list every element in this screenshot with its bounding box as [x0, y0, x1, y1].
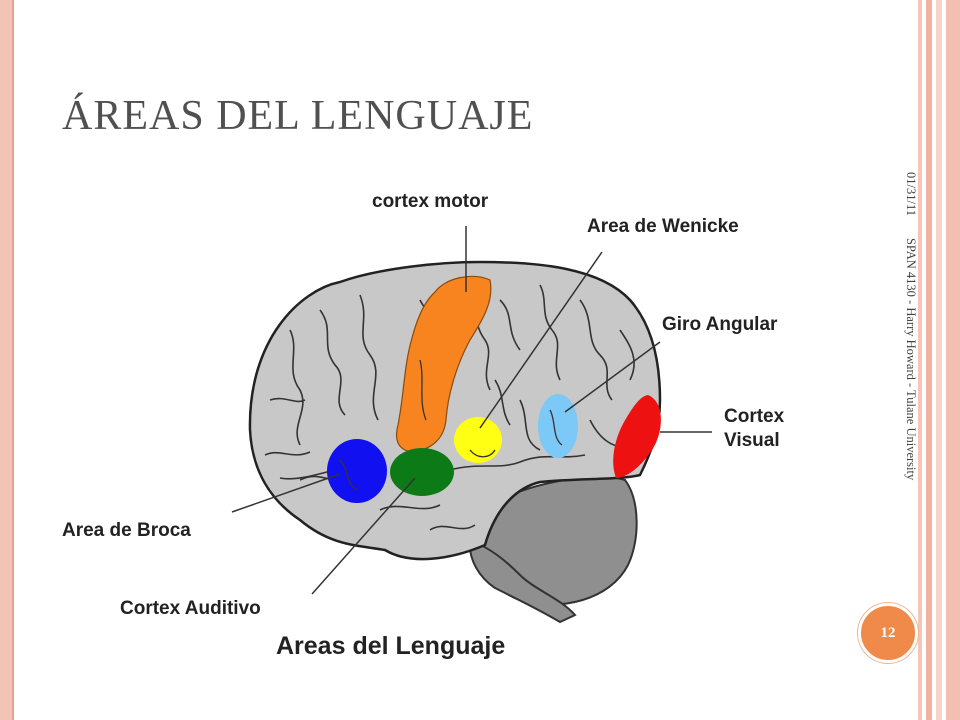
label-cortex-visual-line2: Visual — [724, 430, 780, 451]
page-number-badge: 12 — [858, 603, 918, 663]
wernicke-area — [454, 417, 502, 463]
area-surface-lines — [339, 359, 563, 491]
visual-cortex-area — [613, 395, 661, 478]
label-cortex-motor: cortex motor — [372, 191, 489, 212]
angular-gyrus-area — [538, 394, 578, 458]
broca-area — [327, 439, 387, 503]
motor-cortex-area — [395, 275, 492, 453]
label-cortex-auditivo: Cortex Auditivo — [120, 598, 261, 619]
auditory-cortex-area — [390, 448, 454, 496]
right-decorative-band — [918, 0, 922, 720]
label-leader-lines — [231, 226, 712, 595]
left-decorative-stripe — [0, 0, 14, 720]
brain-stem — [468, 538, 577, 624]
right-decorative-band — [926, 0, 932, 720]
right-decorative-band — [936, 0, 942, 720]
slide-footer: SPAN 4130 - Harry Howard - Tulane Univer… — [904, 237, 918, 481]
slide-date: 01/31/11 — [904, 172, 918, 216]
diagram-caption: Areas del Lenguaje — [276, 632, 505, 660]
label-cortex-visual-line1: Cortex — [724, 406, 785, 427]
slide-title: ÁREAS DEL LENGUAJE — [62, 93, 534, 139]
slide-side-info: 01/31/11SPAN 4130 - Harry Howard - Tulan… — [903, 172, 918, 480]
label-area-wernicke: Area de Wenicke — [587, 216, 739, 237]
label-area-broca: Area de Broca — [62, 520, 191, 541]
label-giro-angular: Giro Angular — [662, 314, 778, 335]
right-decorative-band — [946, 0, 960, 720]
